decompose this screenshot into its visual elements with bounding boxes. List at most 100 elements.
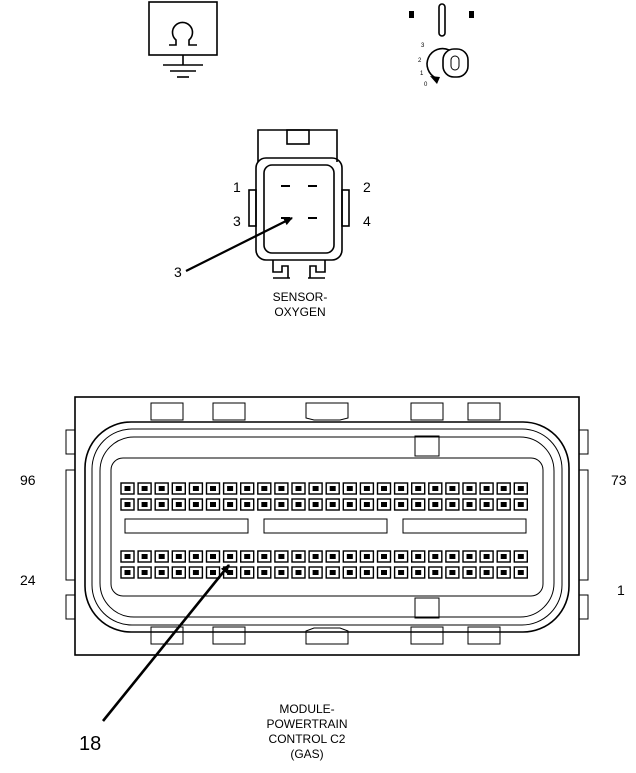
pcm-pin-contact [483,570,490,575]
key-position-2: 2 [418,58,422,64]
pcm-pin-cavity [325,566,340,579]
pcm-pin-cavity [393,498,409,511]
pcm-pin-contact [124,570,131,575]
pcm-pin-cavity [445,566,460,579]
pcm-pin-cavity [154,550,169,563]
pcm-pin-contact [227,502,234,507]
pcm-pin-contact [466,502,473,507]
pcm-pin-contact [346,554,353,559]
pcm-pin-cavity [376,566,392,579]
pcm-pin-contact [363,554,370,559]
pcm-pin-cavity [291,550,306,563]
pcm-pin-cavity [291,482,306,495]
pcm-pin-cavity [308,550,323,563]
pcm-pin-contact [227,570,234,575]
pcm-pin-contact [500,570,507,575]
pcm-pin-cavity [120,498,135,511]
pcm-caption-line3: CONTROL C2 [269,732,346,746]
pcm-pin-cavity [239,566,255,579]
pcm-pin-contact [192,502,199,507]
pcm-pin-contact [244,502,251,507]
pcm-pin-cavity [154,482,169,495]
pcm-pin-cavity [393,550,409,563]
pcm-pin-cavity [342,498,357,511]
pcm-pin-contact [398,502,405,507]
pcm-pin-contact [449,502,456,507]
pcm-pin-contact [312,502,319,507]
pcm-pin-cavity [479,566,494,579]
pcm-pin-contact [261,554,268,559]
pcm-pin-cavity [222,498,238,511]
pcm-pin-cavity [513,482,528,495]
pcm-pin-cavity [257,498,272,511]
pcm-pin-contact [449,570,456,575]
pcm-caption-line4: (GAS) [290,747,323,761]
pcm-pin-cavity [325,498,340,511]
pcm-pin-cavity [291,566,306,579]
pcm-pin-cavity [359,566,375,579]
pcm-pin-cavity [496,566,511,579]
pcm-pin-cavity [342,550,357,563]
pcm-pin-contact [124,554,131,559]
pcm-pin-cavity [359,550,375,563]
key-position-3: 3 [421,43,425,49]
pcm-pin-contact [329,486,336,491]
pcm-caption-line1: MODULE- [279,702,334,716]
pcm-pin-contact [381,486,387,491]
pcm-pin-cavities [120,482,528,579]
pcm-pin-cavity [188,550,204,563]
pcm-pin-contact [329,502,336,507]
pcm-pin-cavity [137,566,152,579]
pcm-pin-contact [346,570,353,575]
pcm-pin-contact [432,570,439,575]
pcm-pin-cavity [274,550,289,563]
pcm-callout-label: 18 [79,733,101,755]
pcm-pin-cavity [188,566,204,579]
pcm-pin-cavity [308,482,323,495]
pcm-pin-contact [192,554,199,559]
pcm-pin-contact [432,486,439,491]
pcm-pin-contact [295,502,302,507]
pcm-pin-cavity [411,498,426,511]
pcm-pin-cavity [308,566,323,579]
o2-pin-slot-2 [308,185,317,187]
pcm-pin-cavity [496,498,511,511]
pcm-pin-cavity [171,550,187,563]
pcm-pin-cavity [171,566,187,579]
pcm-pin-contact [210,486,216,491]
pcm-pin-contact [449,554,456,559]
pcm-pin-contact [500,486,507,491]
pcm-pin-cavity [428,566,443,579]
pcm-pin-cavity [462,482,477,495]
pcm-pin-contact [261,570,268,575]
pcm-pin-contact [261,502,268,507]
pcm-pin-cavity [496,550,511,563]
pcm-pin-contact [381,554,387,559]
pcm-pin-contact [517,486,524,491]
pcm-pin-cavity [120,550,135,563]
pcm-pin-cavity [239,498,255,511]
pcm-pin-contact [346,502,353,507]
pcm-pin-contact [432,502,439,507]
pcm-pin-contact [398,570,405,575]
pcm-pin-cavity [188,498,204,511]
pcm-pin-cavity [257,566,272,579]
pcm-pin-cavity [274,482,289,495]
pcm-pin-contact [175,554,182,559]
o2-pin-label-1: 1 [233,179,241,195]
pcm-pin-cavity [257,550,272,563]
pcm-pin-contact [278,502,285,507]
pcm-pin-contact [261,486,268,491]
pcm-pin-contact [210,554,216,559]
pcm-pin-contact [415,502,422,507]
pcm-pin-cavity [154,566,169,579]
pcm-pin-contact [141,554,148,559]
pcm-pin-contact [329,570,336,575]
pcm-pin-contact [192,570,199,575]
pcm-pin-cavity [342,566,357,579]
pcm-pin-label-73: 73 [611,472,627,488]
pcm-pin-cavity [479,498,494,511]
pcm-pin-contact [517,570,524,575]
pcm-pin-cavity [342,482,357,495]
